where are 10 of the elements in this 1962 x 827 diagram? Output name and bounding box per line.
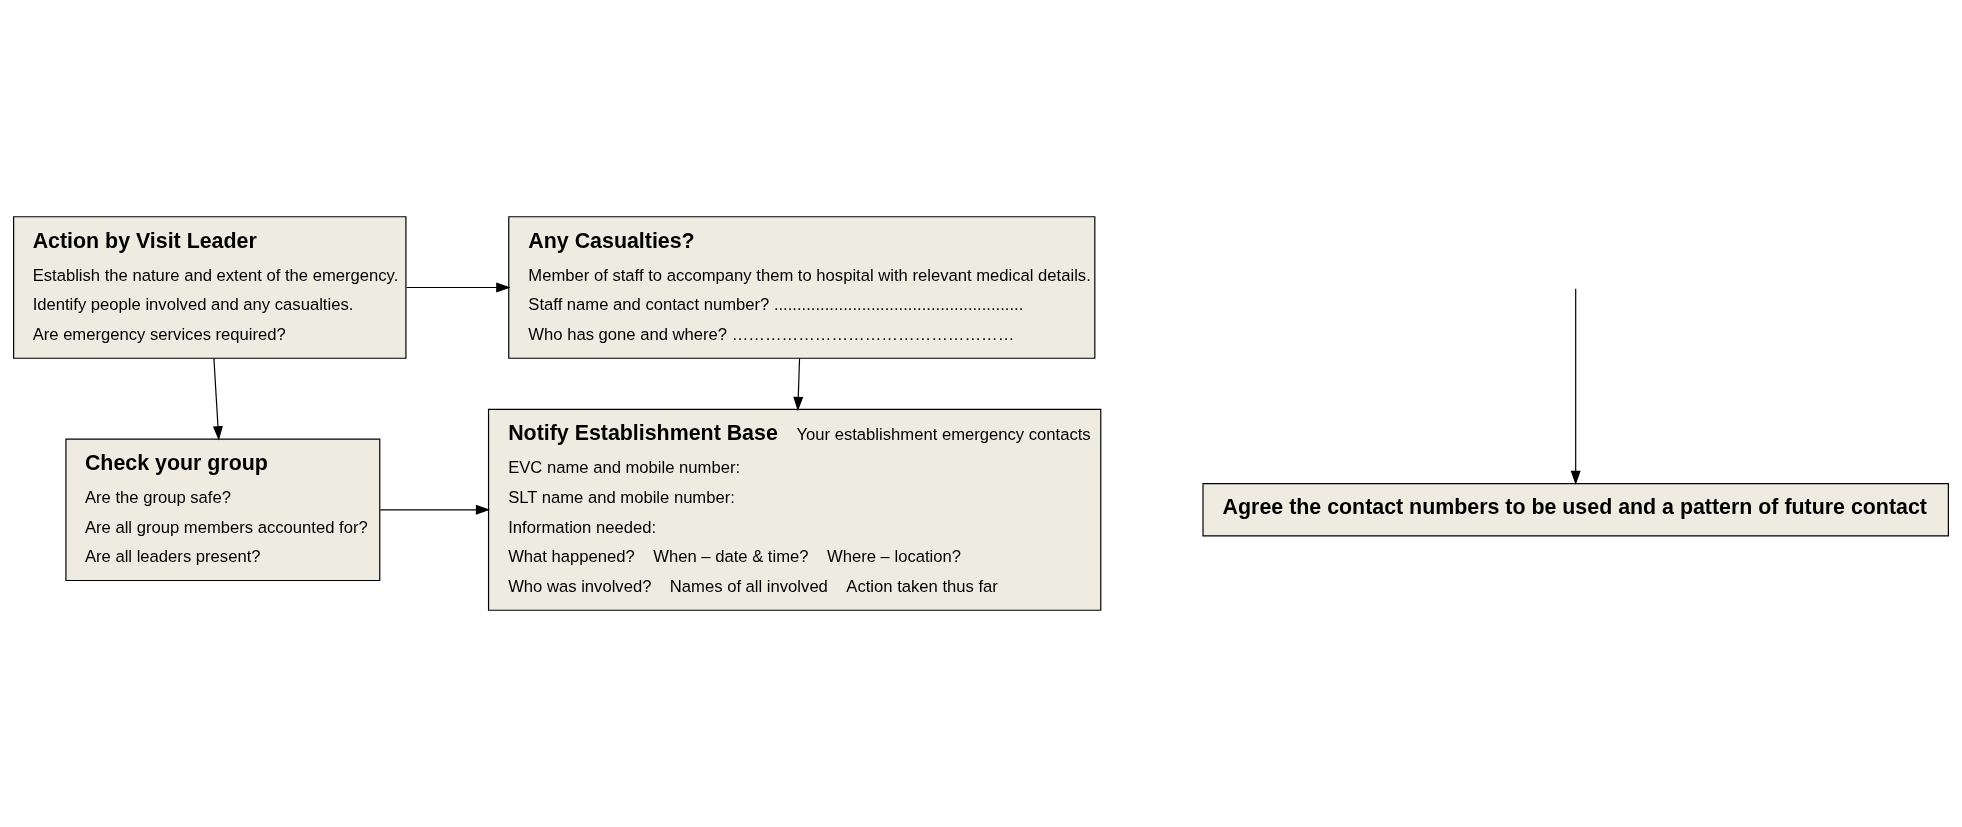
node-box: Check your group Are the group safe? Are all group members accounted for? Are all leaders present? xyxy=(65,438,381,582)
arrow xyxy=(1570,288,1581,486)
arrow xyxy=(379,504,491,515)
arrow xyxy=(405,282,511,293)
node-box: Notify Establishment Base Your establishment emergency contacts EVC name and mobile number: SLT name and mobile number: Information needed: What happened? When – date & time? Where – location? Who was involved? Names of all involved Action taken thus far xyxy=(487,408,1102,611)
node-box: Any Casualties? Member of staff to accompany them to hospital with relevant medical details. Staff name and contact number? ...................................................... Who has gone and where? …………………………………………… xyxy=(508,216,1096,359)
node-box: Action by Visit Leader Establish the nature and extent of the emergency. Identify people involved and any casualties. Are emergency services required? xyxy=(13,216,407,359)
arrow xyxy=(212,357,223,441)
arrow xyxy=(793,357,804,412)
node-box: Agree the contact numbers to be used and a pattern of future contact xyxy=(1202,483,1949,537)
